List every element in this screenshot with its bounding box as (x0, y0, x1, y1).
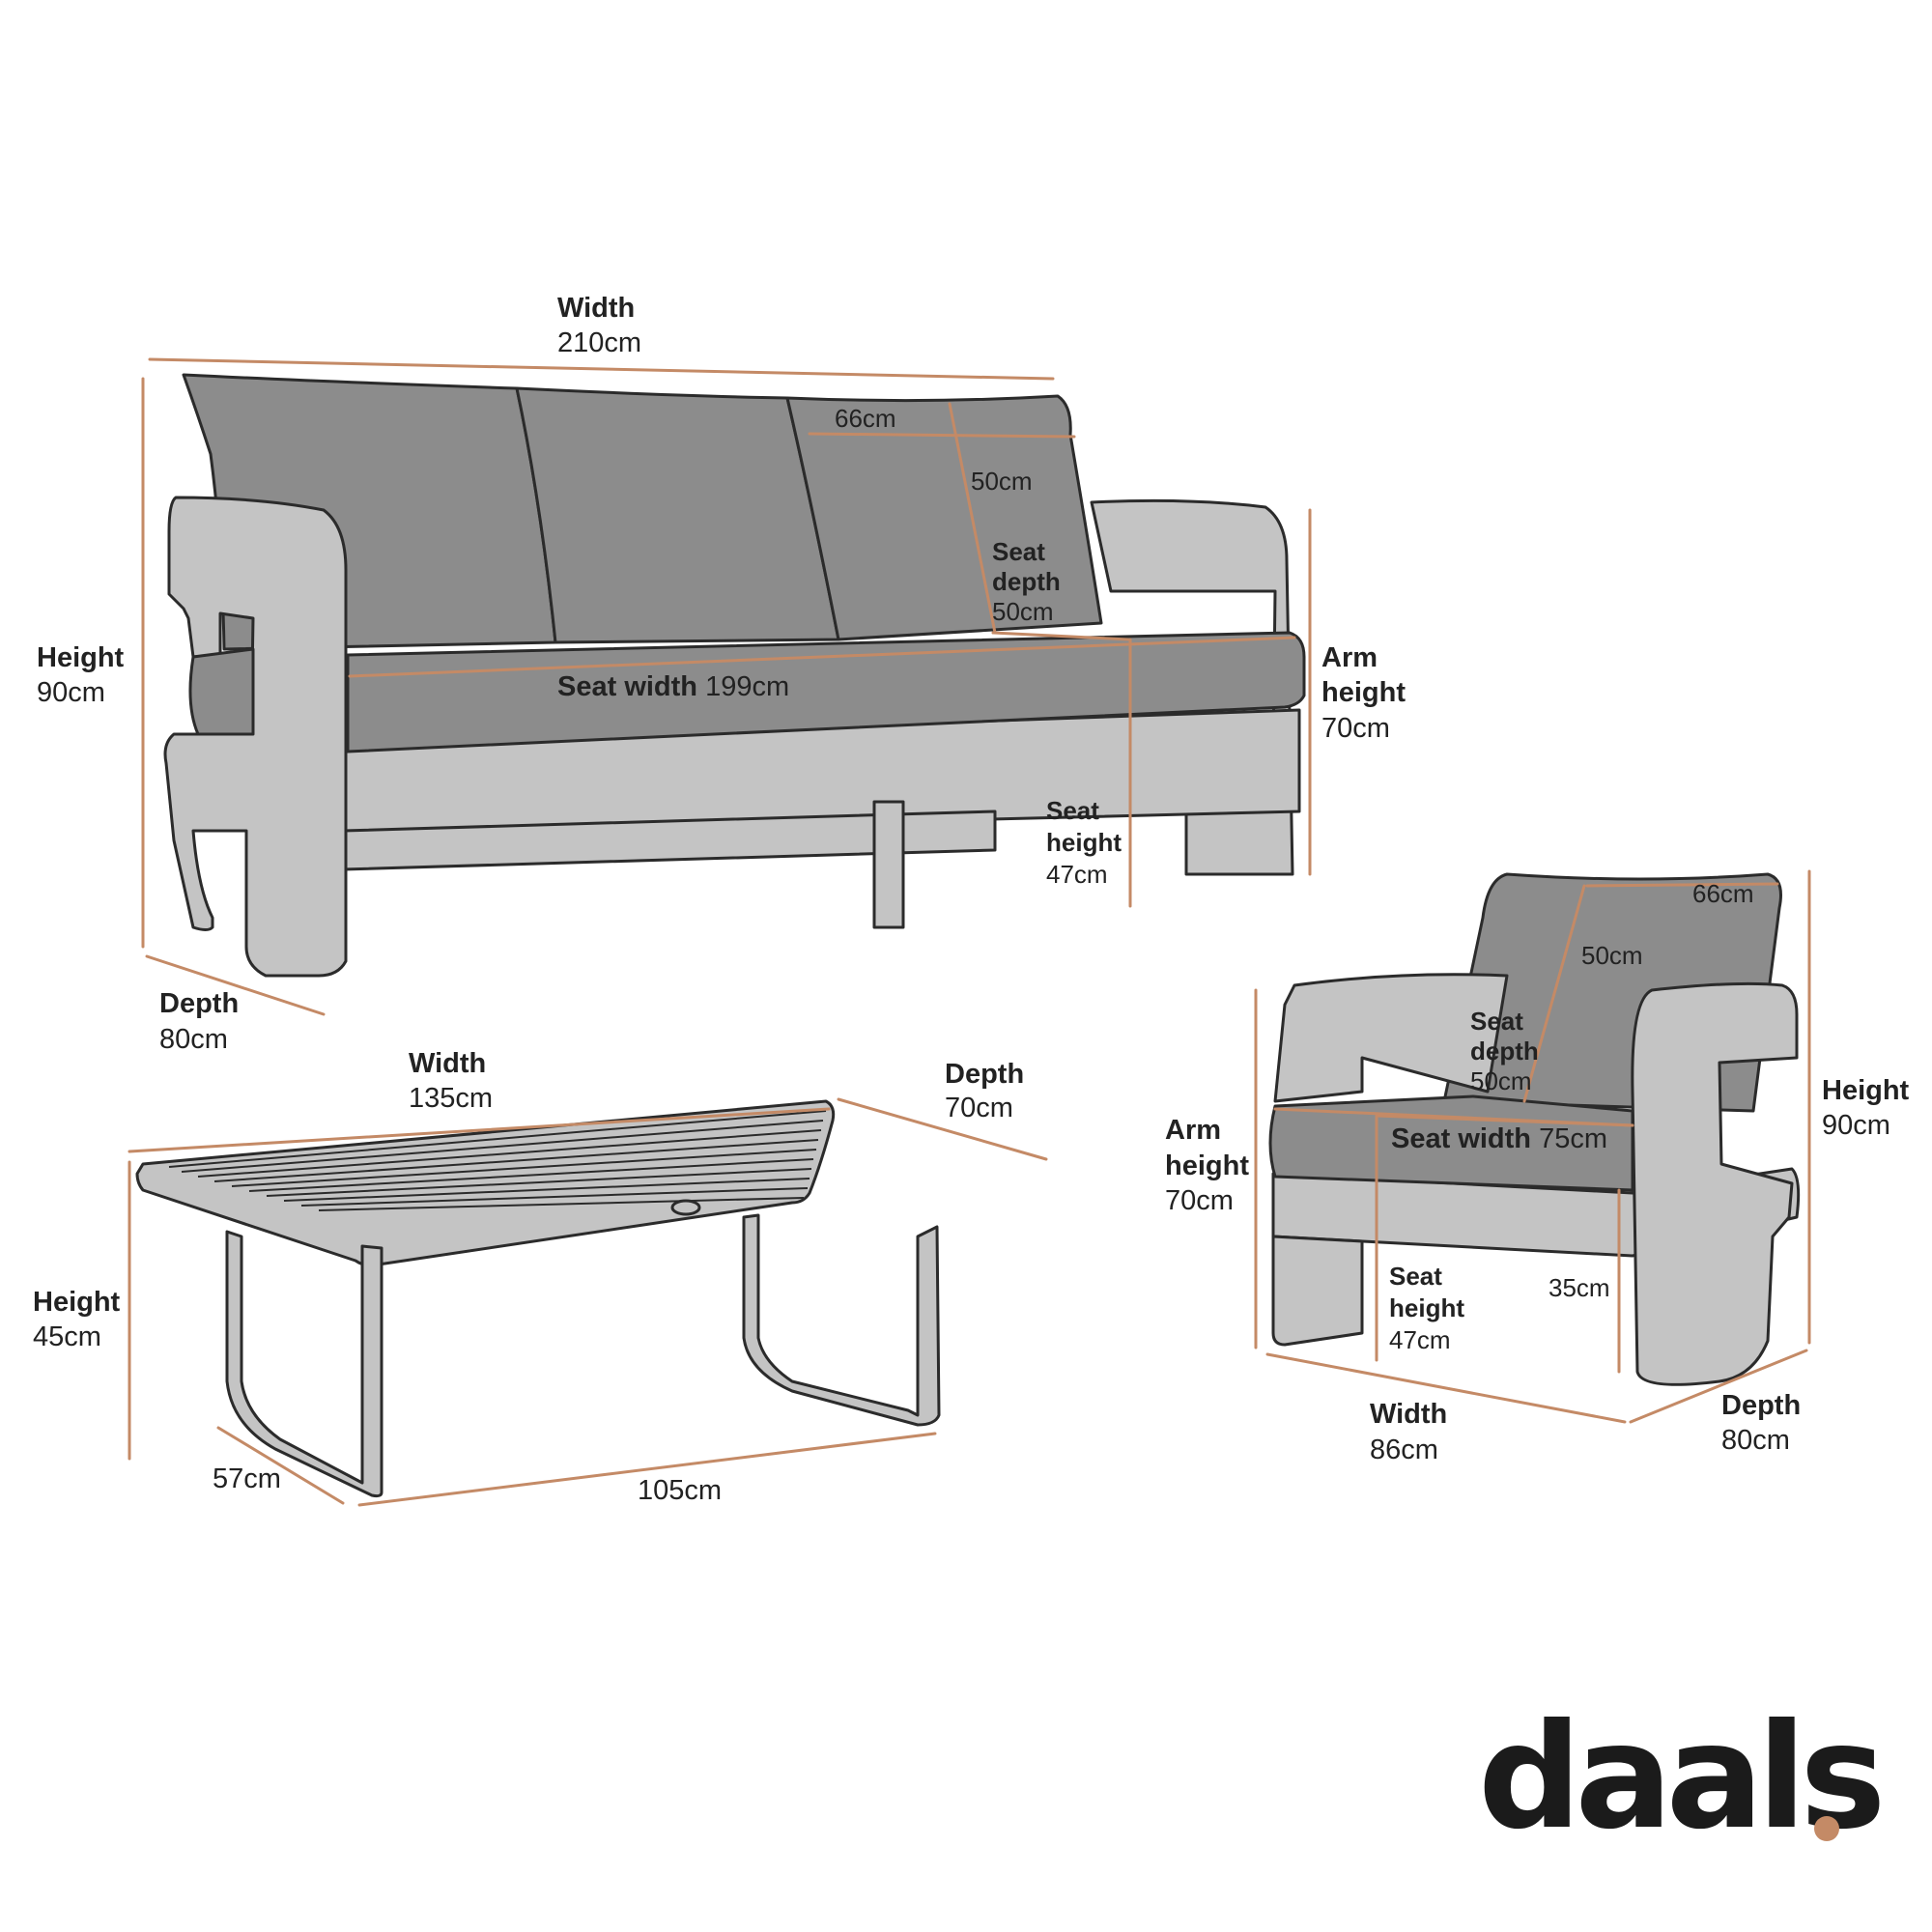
chair-seat-width-line (1273, 1107, 1634, 1127)
chair-height-title: Height (1822, 1075, 1910, 1106)
table-leg-depth-line (216, 1426, 345, 1505)
chair-seat-height-title-2: height (1389, 1293, 1464, 1322)
sofa-back-width-value: 66cm (835, 404, 896, 433)
chair-seat-height-value: 47cm (1389, 1325, 1451, 1354)
table-depth-line (837, 1097, 1048, 1161)
sofa-back-height-value: 50cm (971, 467, 1033, 496)
chair-seat-depth-title-1: Seat (1470, 1007, 1523, 1036)
daals-logo-dot (1814, 1816, 1839, 1841)
table-leg-right (742, 1213, 941, 1427)
chair-back-height-value: 50cm (1581, 941, 1643, 970)
sofa-seat-width-line (348, 636, 1296, 678)
sofa-seat-depth-title-2: depth (992, 567, 1061, 596)
furniture-illustrations (135, 373, 1801, 1498)
table-leg-depth-value: 57cm (213, 1463, 281, 1494)
sofa-depth-line (145, 954, 326, 1016)
sofa-left-bolster (188, 647, 255, 736)
sofa-back-height-line (948, 402, 997, 635)
chair-back-width-value: 66cm (1692, 879, 1754, 908)
armchair-illustration (1268, 872, 1801, 1386)
chair-seat-depth-value: 50cm (1470, 1066, 1532, 1095)
sofa-back-cushion-right (785, 394, 1103, 641)
sofa-height-value: 90cm (37, 677, 105, 708)
sofa-width-line (148, 357, 1055, 381)
chair-seat-width-value: 75cm (1539, 1123, 1607, 1154)
chair-back-width-line (1585, 882, 1779, 888)
table-slats (168, 1110, 827, 1211)
table-height-title: Height (33, 1287, 121, 1318)
table-leg-span-line (357, 1432, 937, 1507)
table-depth-title: Depth (945, 1059, 1025, 1090)
table-depth-value: 70cm (945, 1093, 1013, 1123)
chair-depth-title: Depth (1721, 1390, 1802, 1421)
chair-right-arm (1631, 981, 1799, 1386)
sofa-depth-value: 80cm (159, 1024, 228, 1055)
sofa-seat-height-title-2: height (1046, 828, 1122, 857)
dimension-lines (128, 357, 1811, 1507)
chair-seat-width-label: Seat width (1391, 1123, 1532, 1154)
chair-left-leg (1271, 1235, 1364, 1347)
table-width-title: Width (409, 1048, 487, 1079)
chair-arm-height-title-1: Arm (1165, 1115, 1222, 1146)
sofa-seat-width-title: Seat width 199cm (557, 670, 789, 704)
chair-depth-line (1629, 1349, 1808, 1424)
chair-seat-height-title-1: Seat (1389, 1262, 1442, 1291)
sofa-arm-height-value: 70cm (1321, 713, 1390, 744)
sofa-left-arm (163, 496, 348, 978)
chair-seat-width-title: Seat width 75cm (1391, 1122, 1607, 1156)
sofa-seat-height-title-1: Seat (1046, 796, 1099, 825)
chair-arm-height-title-2: height (1165, 1151, 1249, 1181)
chair-depth-value: 80cm (1721, 1425, 1790, 1456)
table-leg-left (225, 1230, 384, 1498)
sofa-arm-height-title-2: height (1321, 677, 1406, 708)
sofa-seat-depth-line (991, 631, 1130, 641)
sofa-seat-depth-value: 50cm (992, 597, 1054, 626)
coffee-table-illustration (135, 1099, 941, 1498)
sofa-seat-width-label: Seat width (557, 671, 698, 702)
chair-seat-depth-title-2: depth (1470, 1037, 1539, 1065)
sofa-depth-title: Depth (159, 988, 240, 1019)
sofa-arm-height-title-1: Arm (1321, 642, 1378, 673)
table-width-line (128, 1107, 831, 1153)
sofa-seat-depth-title-1: Seat (992, 537, 1045, 566)
table-parasol-hole (670, 1199, 701, 1216)
table-width-value: 135cm (409, 1083, 494, 1114)
chair-leg-gap-value: 35cm (1548, 1273, 1610, 1302)
chair-width-title: Width (1370, 1399, 1448, 1430)
sofa-back-cushion-middle (515, 386, 840, 644)
chair-width-value: 86cm (1370, 1435, 1438, 1465)
chair-left-arm (1273, 973, 1509, 1103)
sofa-height-title: Height (37, 642, 125, 673)
chair-arm-height-value: 70cm (1165, 1185, 1234, 1216)
sofa-width-title: Width (557, 293, 636, 324)
chair-width-line (1265, 1352, 1627, 1424)
table-height-value: 45cm (33, 1321, 101, 1352)
sofa-center-leg (872, 800, 905, 929)
chair-back-height-line (1522, 884, 1586, 1103)
sofa-seat-height-value: 47cm (1046, 860, 1108, 889)
sofa-illustration (163, 373, 1306, 978)
sofa-back-width-line (808, 432, 1076, 439)
sofa-width-value: 210cm (557, 327, 642, 358)
chair-height-value: 90cm (1822, 1110, 1890, 1141)
sofa-seat-width-value: 199cm (705, 671, 790, 702)
sofa-seat-cushion (346, 631, 1306, 753)
table-leg-span-value: 105cm (638, 1475, 723, 1506)
